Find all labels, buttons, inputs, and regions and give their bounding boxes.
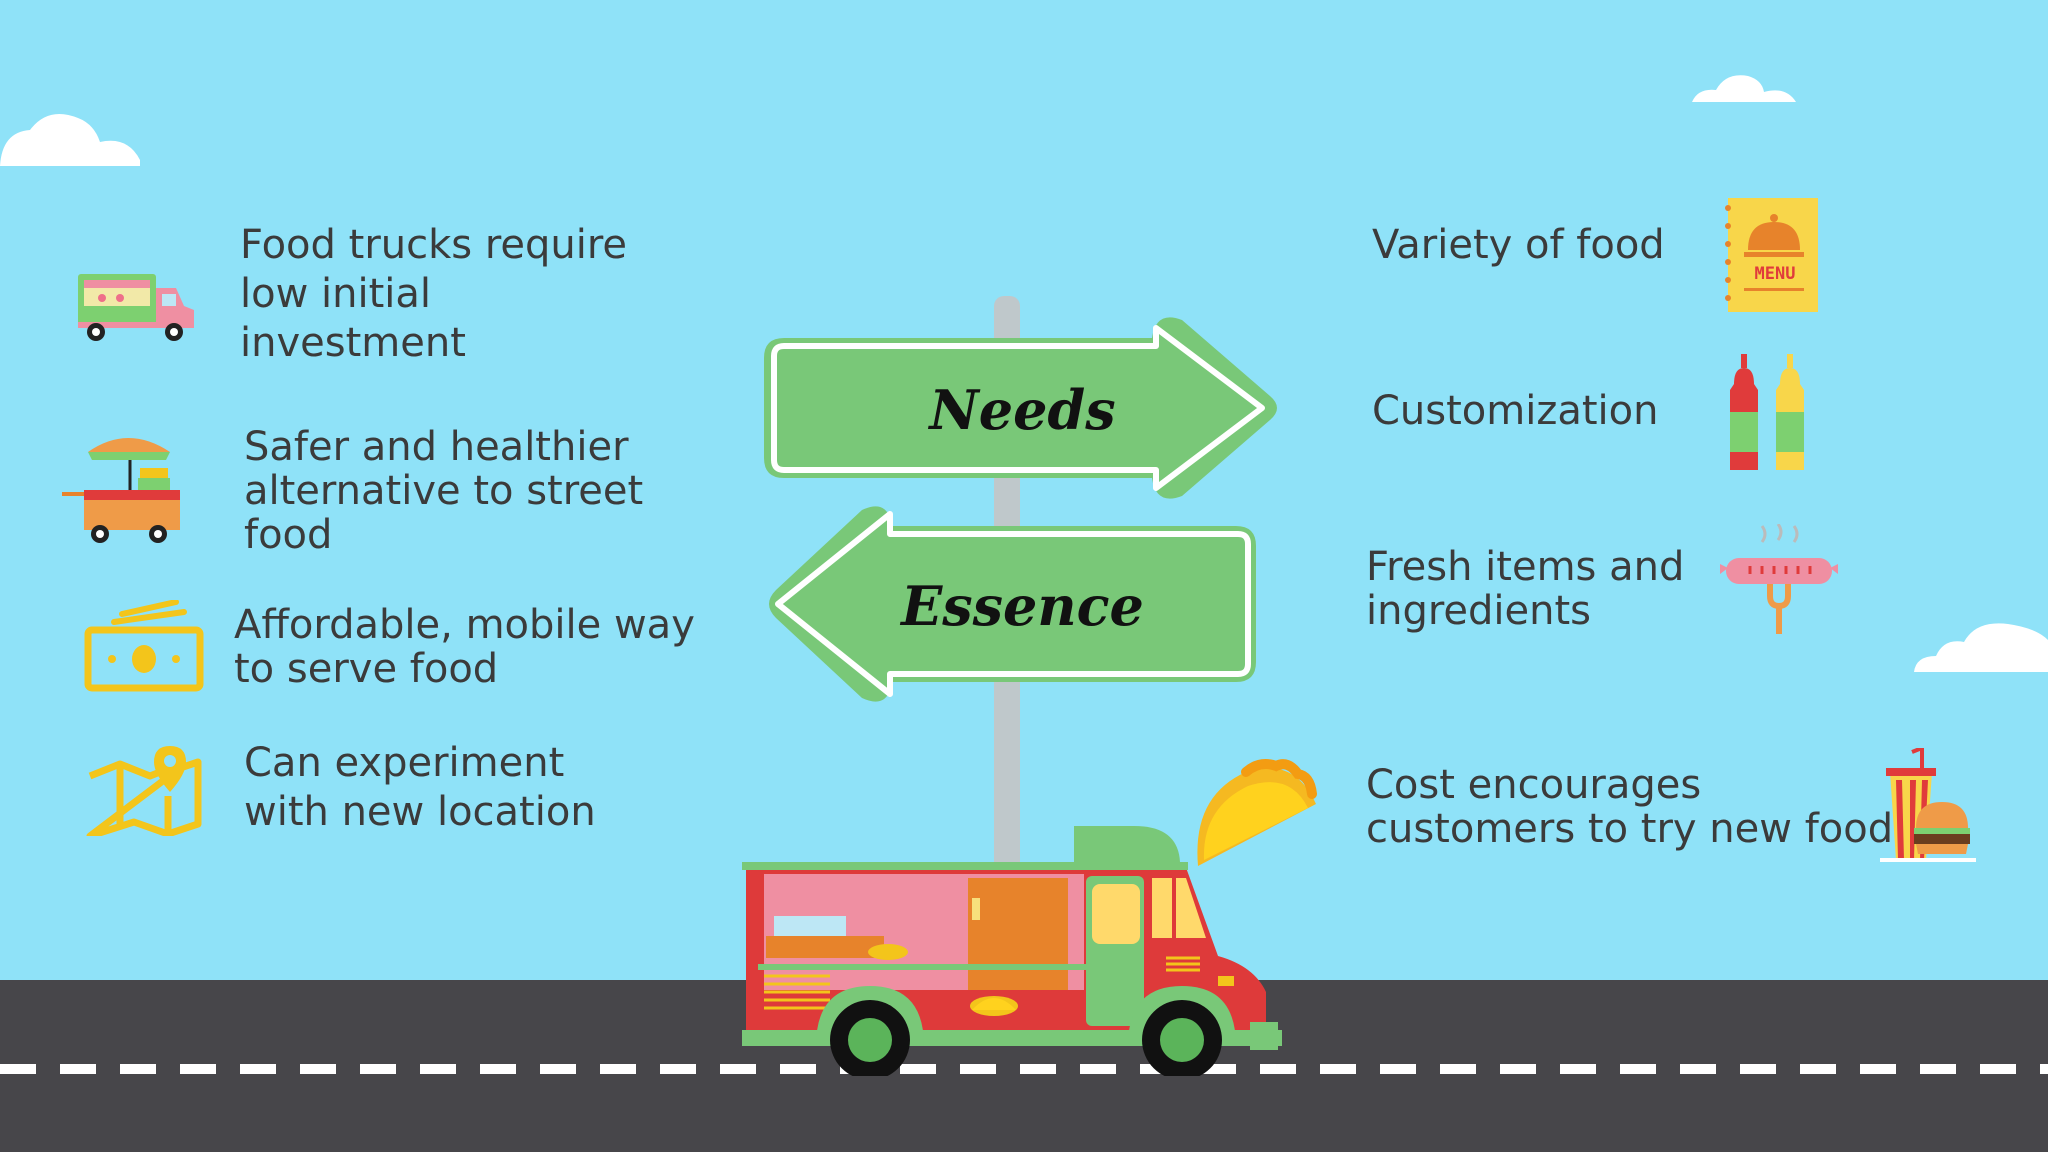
menu-badge-text: MENU — [1754, 264, 1796, 284]
burger-drink-icon — [1880, 748, 1976, 862]
cloud-right — [1914, 623, 2048, 672]
taco-icon — [1197, 759, 1317, 866]
essence-item-1-line-2: low initial — [240, 271, 432, 317]
menu-book-icon: MENU — [1722, 198, 1818, 312]
condiment-bottles-icon — [1730, 354, 1804, 470]
essence-item-4-line-2: with new location — [244, 789, 596, 835]
road-lane-markings — [0, 1064, 2048, 1074]
essence-sign-label: Essence — [901, 574, 1144, 638]
needs-arrow-sign — [764, 317, 1277, 499]
needs-item-2-line-1: Customization — [1372, 388, 1659, 434]
needs-item-3-line-2: ingredients — [1366, 588, 1592, 634]
essence-item-3-line-2: to serve food — [234, 646, 499, 692]
essence-item-3-line-1: Affordable, mobile way — [234, 602, 695, 648]
food-cart-icon — [62, 438, 180, 543]
food-truck-icon — [78, 274, 194, 341]
essence-item-2-line-1: Safer and healthier — [244, 424, 629, 470]
essence-item-1-line-3: investment — [240, 320, 466, 366]
essence-item-4-line-1: Can experiment — [244, 740, 565, 786]
food-truck-illustration — [742, 826, 1282, 1076]
essence-item-2-line-3: food — [244, 512, 333, 558]
map-pin-icon — [86, 746, 202, 836]
essence-arrow-sign — [769, 506, 1256, 702]
needs-item-4-line-2: customers to try new food — [1366, 806, 1894, 852]
cloud-top-left — [0, 114, 140, 166]
sausage-fork-icon — [1720, 524, 1838, 634]
money-icon — [84, 600, 204, 692]
essence-item-1-line-1: Food trucks require — [240, 222, 628, 268]
needs-item-3-line-1: Fresh items and — [1366, 544, 1685, 590]
essence-item-2-line-2: alternative to street — [244, 468, 644, 514]
needs-sign-label: Needs — [929, 378, 1116, 442]
cloud-top-right — [1692, 75, 1796, 102]
needs-item-1-line-1: Variety of food — [1372, 222, 1665, 268]
needs-item-4-line-1: Cost encourages — [1366, 762, 1702, 808]
